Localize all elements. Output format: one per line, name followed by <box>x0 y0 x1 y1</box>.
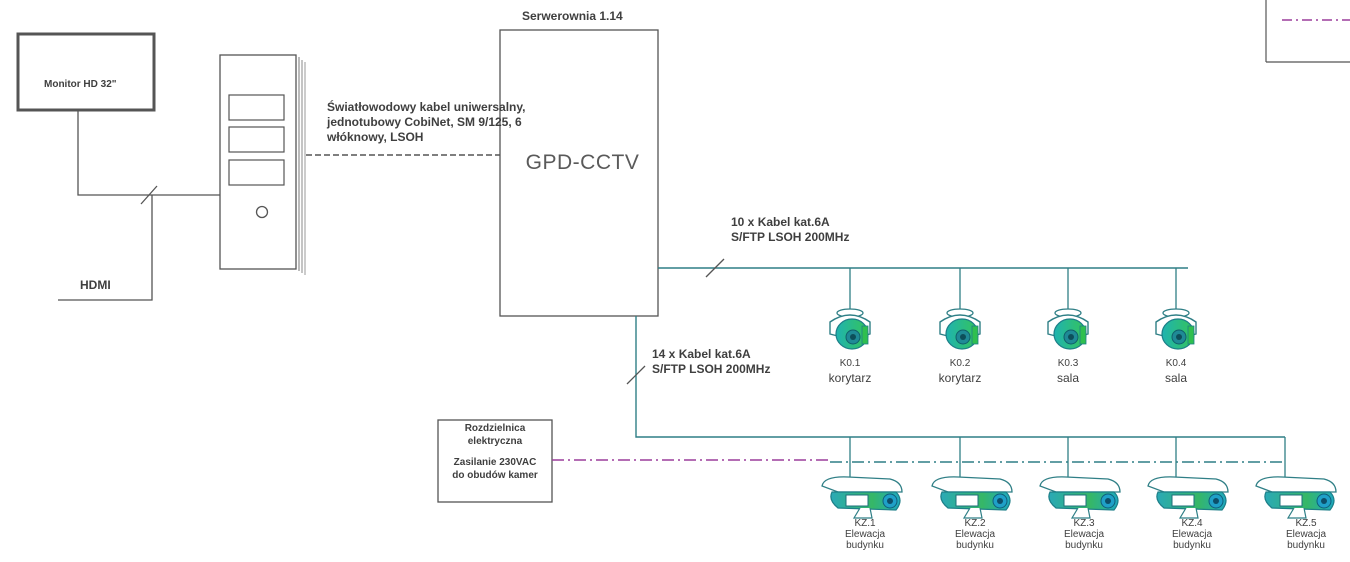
dome-camera-icon <box>939 308 981 350</box>
hdmi-label: HDMI <box>80 278 111 292</box>
monitor-label: Monitor HD 32" <box>44 79 117 90</box>
cable-bottom-label: 14 x Kabel kat.6A S/FTP LSOH 200MHz <box>652 347 771 376</box>
camera-label-k03: K0.3 sala <box>1056 358 1079 385</box>
camera-label-k04: K0.4 sala <box>1164 358 1187 385</box>
camera-label-kz2: KZ.2 Elewacja budynku <box>954 518 996 551</box>
server-room-title: Serwerownia 1.14 <box>522 9 623 23</box>
power-line <box>552 459 1285 463</box>
fiber-cable-label: Światłowodowy kabel uniwersalny, jednotu… <box>327 100 526 144</box>
camera-label-kz4: KZ.4 Elewacja budynku <box>1171 518 1213 551</box>
camera-label-k02: K0.2 korytarz <box>938 358 982 385</box>
camera-label-kz1: KZ.1 Elewacja budynku <box>844 518 886 551</box>
camera-label-k01: K0.1 korytarz <box>828 358 872 385</box>
bullet-camera-icon <box>821 476 903 519</box>
dome-camera-icon <box>1047 308 1089 350</box>
legend-box <box>1265 0 1350 63</box>
dome-camera-icon <box>1155 308 1197 350</box>
gpd-cctv-label: GPD-CCTV <box>525 151 640 174</box>
camera-label-kz5: KZ.5 Elewacja budynku <box>1285 518 1327 551</box>
bullet-camera-icon <box>1255 476 1337 519</box>
pc-tower-icon <box>219 54 306 275</box>
distribution-board-box <box>437 419 553 503</box>
monitor-icon <box>16 32 156 112</box>
camera-label-kz3: KZ.3 Elewacja budynku <box>1063 518 1105 551</box>
bullet-camera-icon <box>1039 476 1121 519</box>
bullet-camera-icon <box>1147 476 1229 519</box>
cable-top-label: 10 x Kabel kat.6A S/FTP LSOH 200MHz <box>731 215 850 244</box>
cable-bus-top <box>658 258 1188 312</box>
gpd-cctv-box <box>499 29 659 317</box>
hdmi-cable <box>58 110 220 301</box>
bullet-camera-icon <box>931 476 1013 519</box>
dome-camera-icon <box>829 308 871 350</box>
distribution-board-label: Rozdzielnica elektryczna Zasilanie 230VA… <box>452 423 538 481</box>
